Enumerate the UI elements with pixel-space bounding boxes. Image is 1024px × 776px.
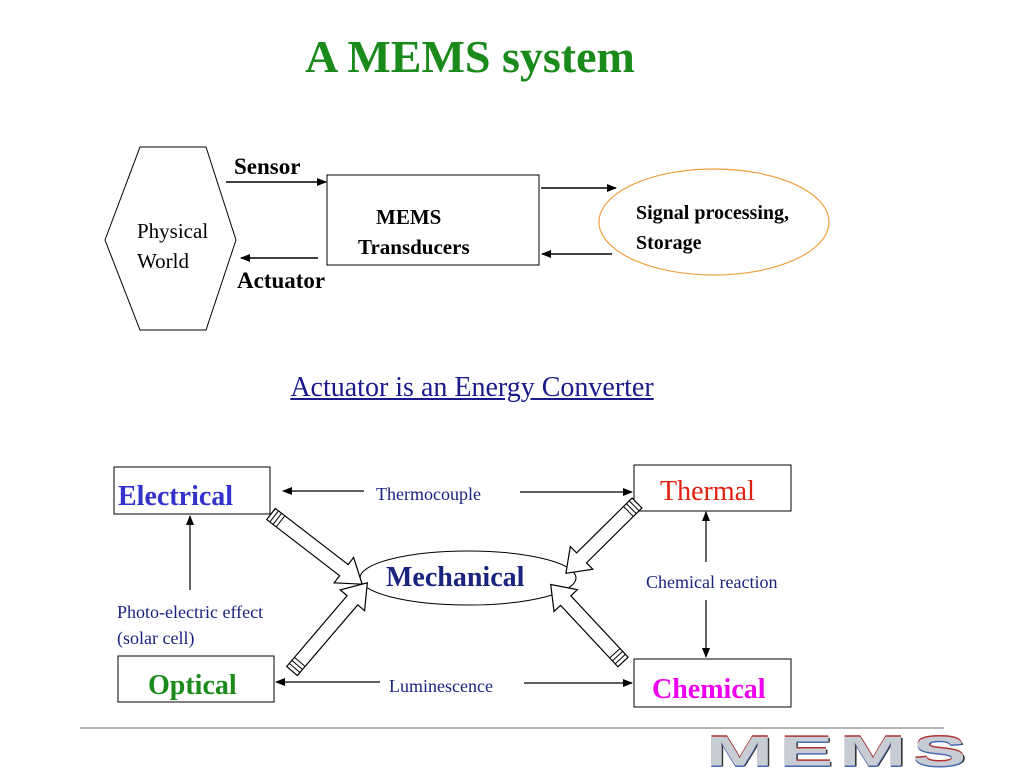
actuator-label: Actuator <box>237 268 326 293</box>
mems-line-1: MEMS <box>376 205 442 229</box>
photo-electric-label: Photo-electric effect (solar cell) <box>117 599 263 651</box>
mems-transducers-box <box>326 174 540 266</box>
energy-converter-heading: Actuator is an Energy Converter <box>290 372 654 403</box>
signal-processing-oval <box>598 168 830 276</box>
thermal-box <box>633 464 792 512</box>
mechanical-label: Mechanical <box>386 562 525 593</box>
signal-processing-label: Signal processing, Storage <box>636 198 789 258</box>
photo-electric-line-2: (solar cell) <box>117 628 195 648</box>
physical-world-line-2: World <box>137 249 189 273</box>
chemical-to-mechanical-block-arrow <box>550 583 629 668</box>
chemical-reaction-label: Chemical reaction <box>646 572 778 592</box>
sensor-label: Sensor <box>234 154 301 179</box>
thermocouple-label: Thermocouple <box>376 484 481 504</box>
thermal-to-mechanical-block-arrow <box>565 497 643 575</box>
luminescence-label: Luminescence <box>389 676 493 696</box>
optical-to-mechanical-block-arrow <box>285 581 369 677</box>
chemical-box <box>633 658 792 708</box>
mems-line-2: Transducers <box>358 235 470 259</box>
physical-world-hexagon <box>104 146 237 331</box>
mems-logo: MEMS <box>706 728 973 776</box>
optical-box <box>117 655 275 703</box>
physical-world-label: Physical World <box>137 216 208 276</box>
physical-world-line-1: Physical <box>137 219 209 243</box>
electrical-label: Electrical <box>118 481 234 512</box>
slide-title: A MEMS system <box>305 31 635 82</box>
electrical-box <box>113 466 271 515</box>
chemical-label: Chemical <box>652 674 766 705</box>
mems-transducers-label: MEMS Transducers <box>340 202 510 262</box>
electrical-to-mechanical-block-arrow <box>265 507 363 585</box>
optical-label: Optical <box>148 670 237 701</box>
photo-electric-line-1: Photo-electric effect <box>117 602 264 622</box>
signal-line-2: Storage <box>636 232 702 254</box>
signal-line-1: Signal processing, <box>636 202 789 224</box>
thermal-label: Thermal <box>660 476 755 507</box>
